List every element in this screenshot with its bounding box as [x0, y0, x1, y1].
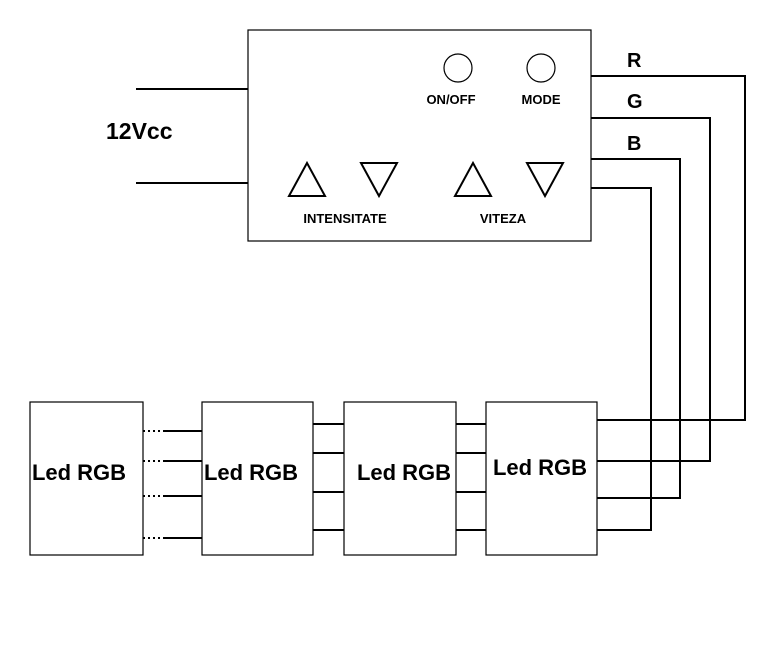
output-label-r: R	[627, 50, 642, 72]
controller: ON/OFF MODE INTENSITATE VITEZA	[247, 29, 592, 242]
intensitate-up-button[interactable]	[287, 160, 327, 197]
on-off-button[interactable]	[443, 53, 473, 83]
led-box	[29, 401, 144, 556]
output-labels: R G B	[627, 50, 643, 155]
output-wires	[591, 75, 746, 531]
intensitate-down-button[interactable]	[359, 162, 399, 199]
led-module: Led RGB	[343, 401, 457, 556]
viteza-down-button[interactable]	[525, 162, 565, 199]
led-module: Led RGB	[201, 401, 314, 556]
led-label: Led RGB	[204, 460, 298, 485]
mode-button[interactable]	[526, 53, 556, 83]
on-off-label: ON/OFF	[426, 92, 475, 107]
wire-b	[591, 158, 681, 499]
power-input: 12Vcc	[106, 88, 248, 184]
wire-g	[591, 117, 711, 462]
viteza-up-button[interactable]	[453, 160, 493, 197]
led-module: Led RGB	[485, 401, 598, 556]
wire-r	[591, 75, 746, 421]
led-module: Led RGB	[29, 401, 144, 556]
power-label: 12Vcc	[106, 118, 173, 144]
mode-label: MODE	[522, 92, 561, 107]
led-box	[485, 401, 598, 556]
output-label-b: B	[627, 133, 641, 155]
led-box	[343, 401, 457, 556]
led-label: Led RGB	[357, 460, 451, 485]
output-label-g: G	[627, 91, 643, 113]
wire-common	[591, 187, 652, 531]
viteza-label: VITEZA	[480, 211, 527, 226]
led-label: Led RGB	[32, 460, 126, 485]
led-box	[201, 401, 314, 556]
led-label: Led RGB	[493, 455, 587, 480]
intensitate-label: INTENSITATE	[303, 211, 387, 226]
